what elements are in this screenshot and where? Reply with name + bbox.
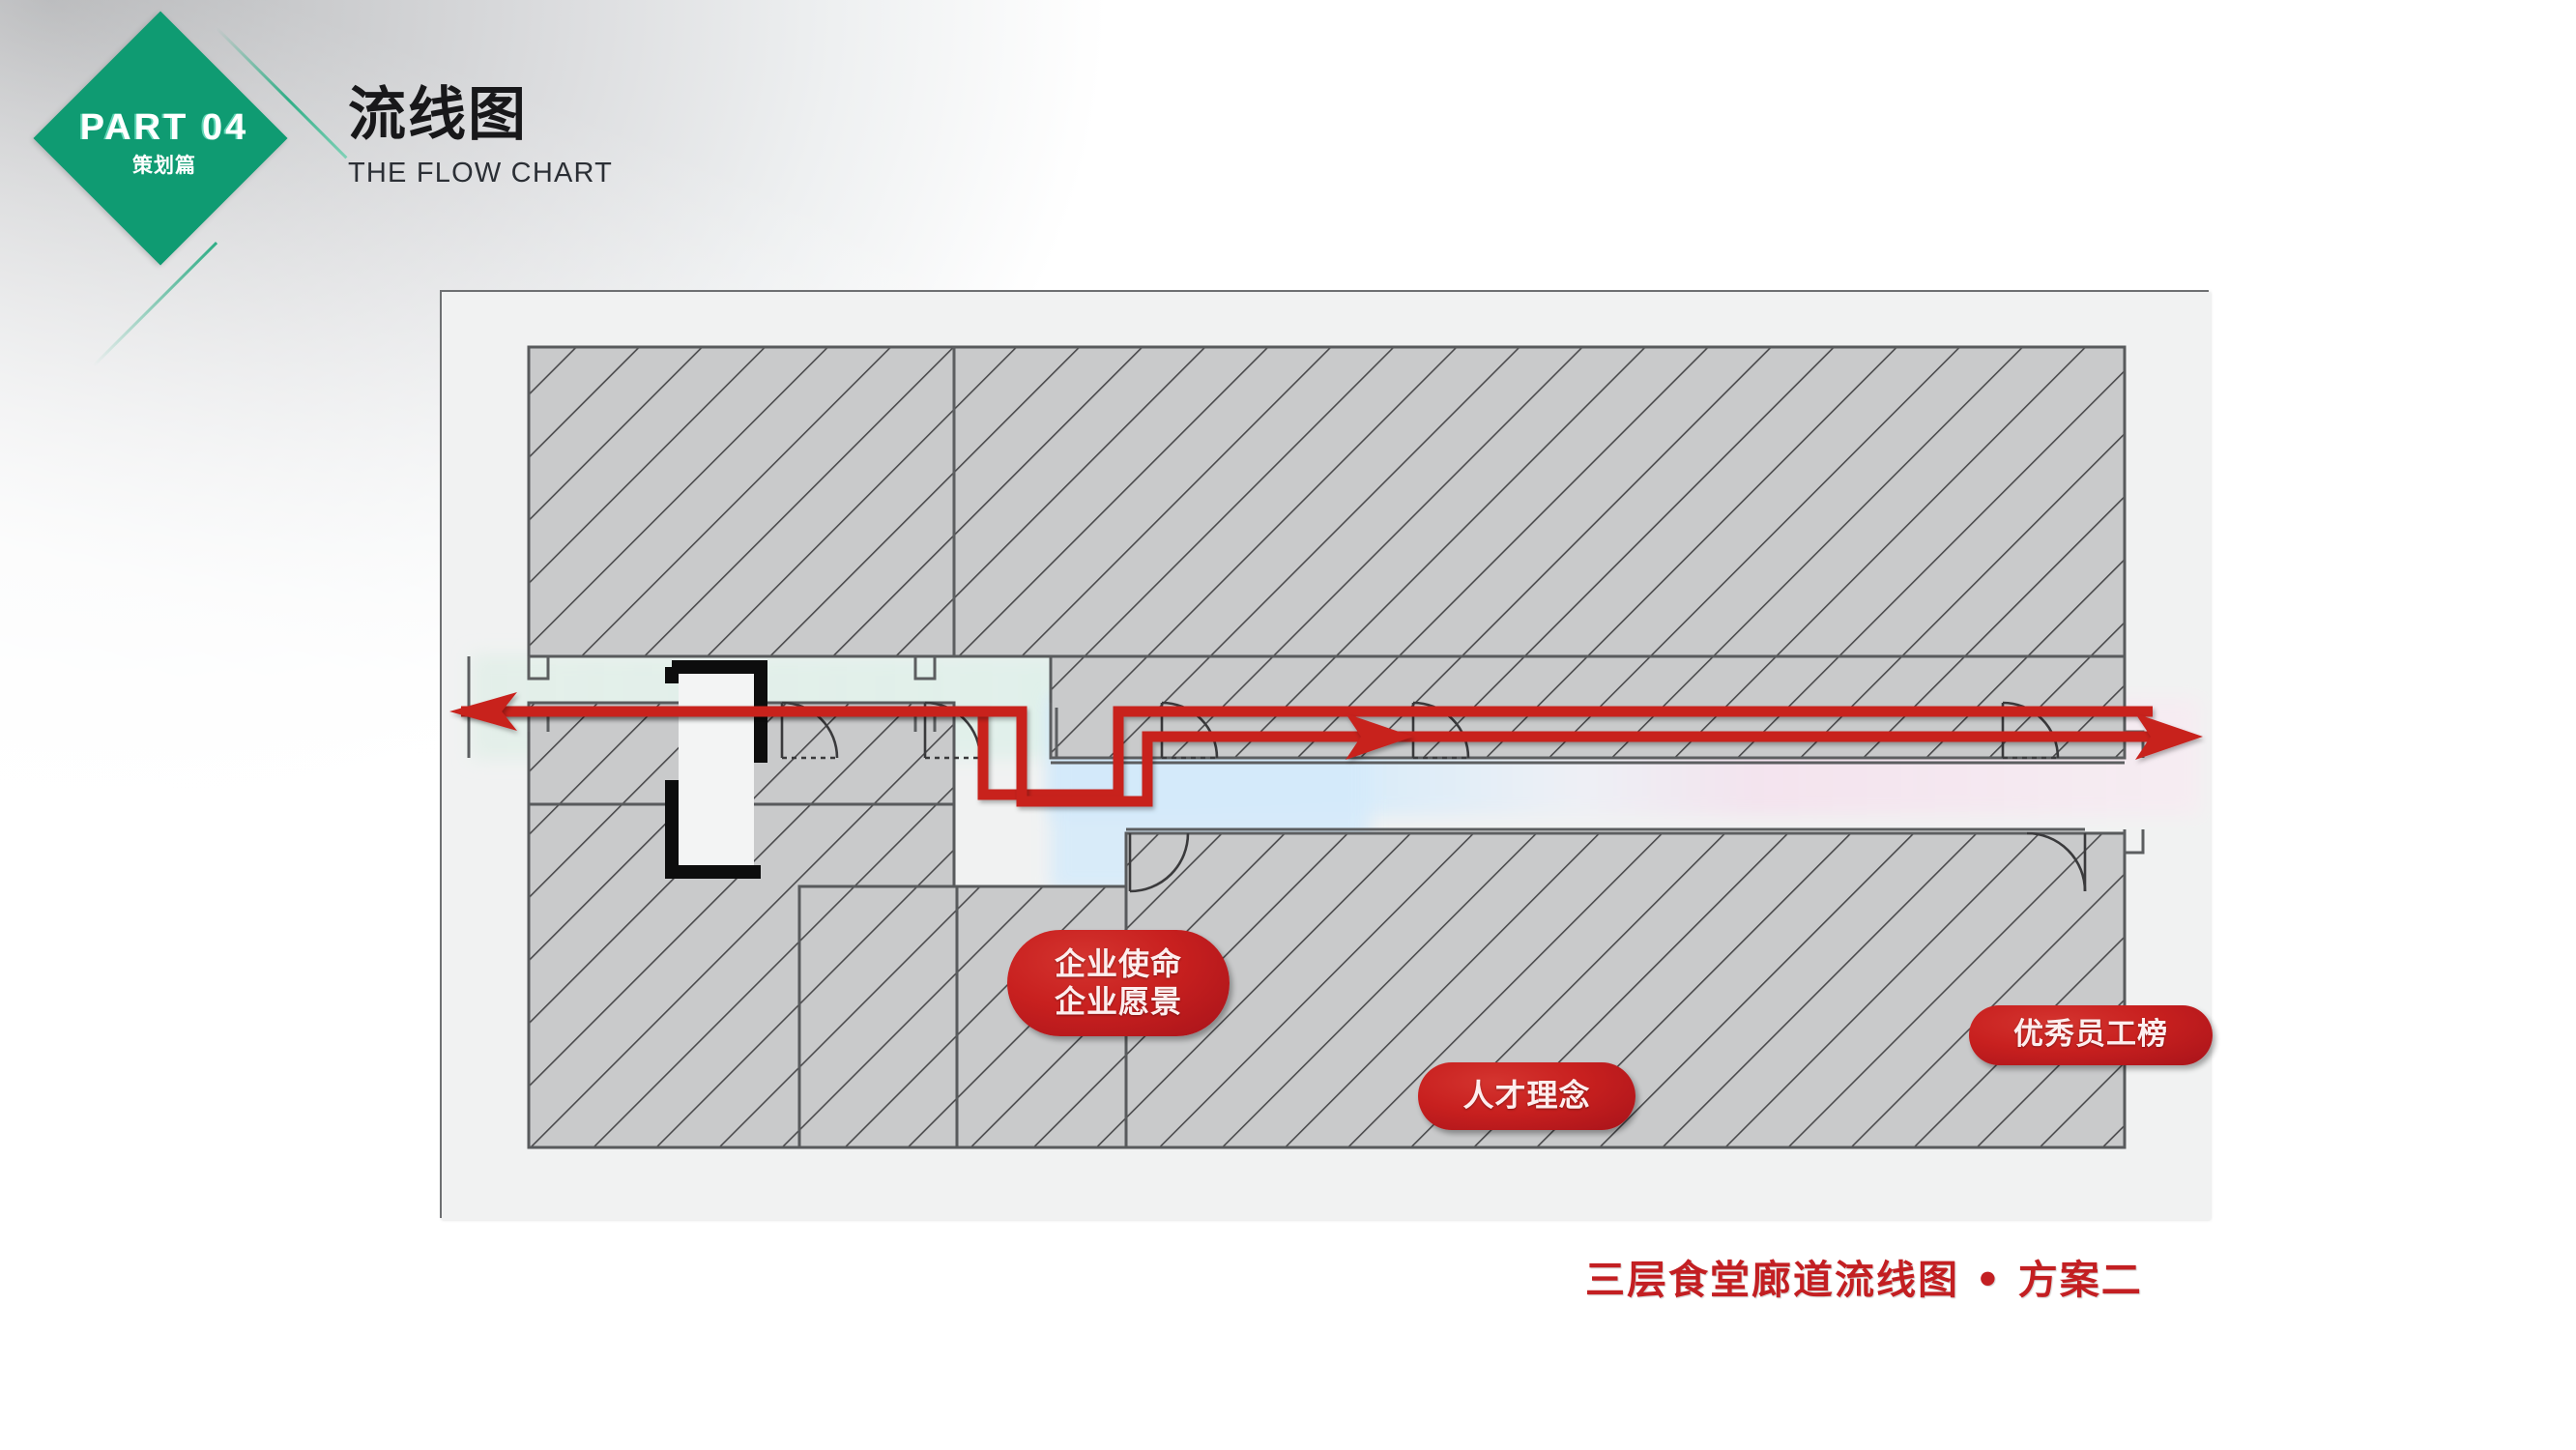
wall-lines <box>467 347 2145 855</box>
arrow-right-exit-icon <box>2135 713 2203 760</box>
label-line: 企业使命 <box>1054 944 1182 982</box>
label-excellent-staff-board[interactable]: 优秀员工榜 <box>1969 1005 2213 1065</box>
badge-text-group: PART 04 策划篇 <box>43 21 285 263</box>
title-english: THE FLOW CHART <box>348 158 614 188</box>
label-talent-philosophy[interactable]: 人才理念 <box>1418 1062 1635 1130</box>
label-mission-vision[interactable]: 企业使命 企业愿景 <box>1007 930 1230 1036</box>
badge-part-label: PART 04 <box>79 106 249 148</box>
arrow-left-icon <box>449 692 517 731</box>
title-chinese: 流线图 <box>348 81 528 149</box>
floor-plan-frame: 企业使命 企业愿景 人才理念 优秀员工榜 <box>440 290 2213 1220</box>
label-line: 企业愿景 <box>1054 983 1182 1020</box>
label-line: 优秀员工榜 <box>2013 1017 2168 1053</box>
page-title: 流线图 THE FLOW CHART <box>348 85 613 189</box>
part-badge: PART 04 策划篇 <box>33 11 348 374</box>
stair-shaft <box>679 674 754 865</box>
plan-caption: 三层食堂廊道流线图 • 方案二 <box>1585 1257 2143 1303</box>
flow-arrowheads <box>449 692 2203 760</box>
arrow-right-mid-icon <box>1346 713 1413 760</box>
badge-sub-label: 策划篇 <box>132 154 196 177</box>
hatched-rooms <box>527 345 2127 1149</box>
slide-header: PART 04 策划篇 流线图 THE FLOW CHART <box>0 0 2576 374</box>
door-icon <box>2026 831 2087 892</box>
door-icon <box>1128 832 1190 893</box>
label-line: 人才理念 <box>1462 1077 1591 1115</box>
door-symbols <box>780 701 2087 893</box>
circulation-route <box>461 706 2162 807</box>
floor-plan-drawing <box>442 292 2211 1220</box>
